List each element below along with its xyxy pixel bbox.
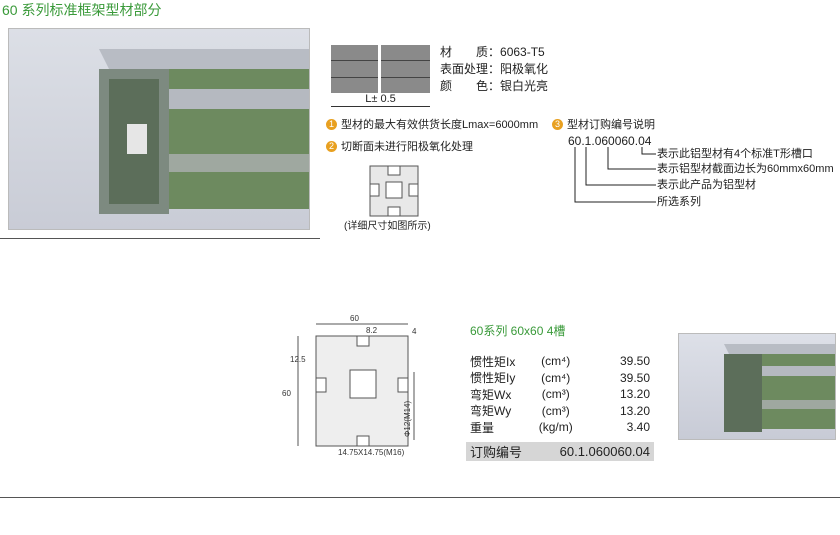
text: 型材的最大有效供货长度Lmax=6000mm <box>341 119 539 131</box>
property-table: 惯性矩Ix (cm⁴) 39.50 惯性矩Iy (cm⁴) 39.50 弯矩Wx (cm³… <box>470 353 650 436</box>
text: 材 质： <box>440 45 501 59</box>
text: 惯性矩Iy <box>470 371 516 386</box>
text: (cm⁴) <box>541 354 571 369</box>
code-leader-lines <box>574 147 656 203</box>
length-label: L± 0.5 <box>331 92 430 107</box>
note-2: 2 切断面未进行阳极氧化处理 <box>326 140 473 154</box>
order-label: 订购编号 <box>470 445 523 460</box>
product-name: 60系列 60x60 4槽 <box>470 324 566 338</box>
order-code: 60.1.060060.04 <box>568 134 652 148</box>
text: 切断面未进行阳极氧化处理 <box>341 141 473 153</box>
code-item: 所选系列 <box>657 196 701 208</box>
page-title: 60 系列标准框架型材部分 <box>2 2 162 18</box>
code-item: 表示铝型材截面边长为60mmx60mm <box>657 163 834 175</box>
text: 表面处理： <box>440 62 501 76</box>
text: 2 <box>326 141 337 152</box>
dim-slot: 8.2 <box>366 326 378 335</box>
detail-caption: (详细尺寸如图所示) <box>344 221 431 232</box>
dim-12-5: 12.5 <box>290 355 306 364</box>
spec-color: 颜 色：银白光亮 <box>440 78 548 95</box>
note-3: 3 型材订购编号说明 <box>552 118 655 132</box>
text: 惯性矩Ix <box>470 354 516 369</box>
text: 39.50 <box>619 354 650 369</box>
dim-width: 60 <box>350 314 359 323</box>
text: (cm⁴) <box>541 370 571 385</box>
text: 弯矩Wy <box>470 404 512 419</box>
spec-material: 材 质：6063-T5 <box>440 44 548 61</box>
text: (cm³) <box>541 387 570 402</box>
text: 1 <box>326 119 337 130</box>
table-row: 弯矩Wy (cm³) 13.20 <box>470 403 650 420</box>
dim-4: 4 <box>412 327 417 336</box>
text: 13.20 <box>619 387 650 402</box>
table-row: 惯性矩Ix (cm⁴) 39.50 <box>470 353 650 370</box>
text: 弯矩Wx <box>470 387 512 402</box>
text: 重量 <box>470 420 495 435</box>
text: 型材订购编号说明 <box>567 119 655 131</box>
bottom-divider <box>0 497 840 498</box>
table-row: 重量 (kg/m) 3.40 <box>470 419 650 436</box>
text: 颜 色： <box>440 79 501 93</box>
length-diagram <box>331 45 430 93</box>
divider <box>0 238 320 239</box>
profile-drawing: 60 8.2 4 12.5 60 Φ12(M14) 14.75X14.75(M1… <box>282 314 417 457</box>
order-value: 60.1.060060.04 <box>559 444 650 459</box>
text: 3.40 <box>626 420 650 435</box>
table-row: 惯性矩Iy (cm⁴) 39.50 <box>470 370 650 387</box>
text: 银白光亮 <box>500 79 549 93</box>
dim-height: 60 <box>282 389 291 398</box>
code-item: 表示此铝型材有4个标准T形槽口 <box>657 148 813 160</box>
table-row: 弯矩Wx (cm³) 13.20 <box>470 386 650 403</box>
profile-photo <box>8 28 310 230</box>
text: (cm³) <box>541 403 570 418</box>
text: (kg/m) <box>538 420 573 435</box>
code-item: 表示此产品为铝型材 <box>657 179 756 191</box>
profile-section-icon <box>369 165 419 217</box>
text: 39.50 <box>619 370 650 385</box>
note-1: 1 型材的最大有效供货长度Lmax=6000mm <box>326 118 538 132</box>
dim-center: 14.75X14.75(M16) <box>338 448 405 457</box>
dim-hole: Φ12(M14) <box>403 400 412 437</box>
order-number-row: 订购编号 60.1.060060.04 <box>466 442 654 461</box>
product-photo <box>678 333 836 440</box>
text: 3 <box>552 119 563 130</box>
text: 阳极氧化 <box>500 62 549 76</box>
spec-surface: 表面处理：阳极氧化 <box>440 61 548 78</box>
text: 6063-T5 <box>500 45 545 59</box>
text: 13.20 <box>619 403 650 418</box>
